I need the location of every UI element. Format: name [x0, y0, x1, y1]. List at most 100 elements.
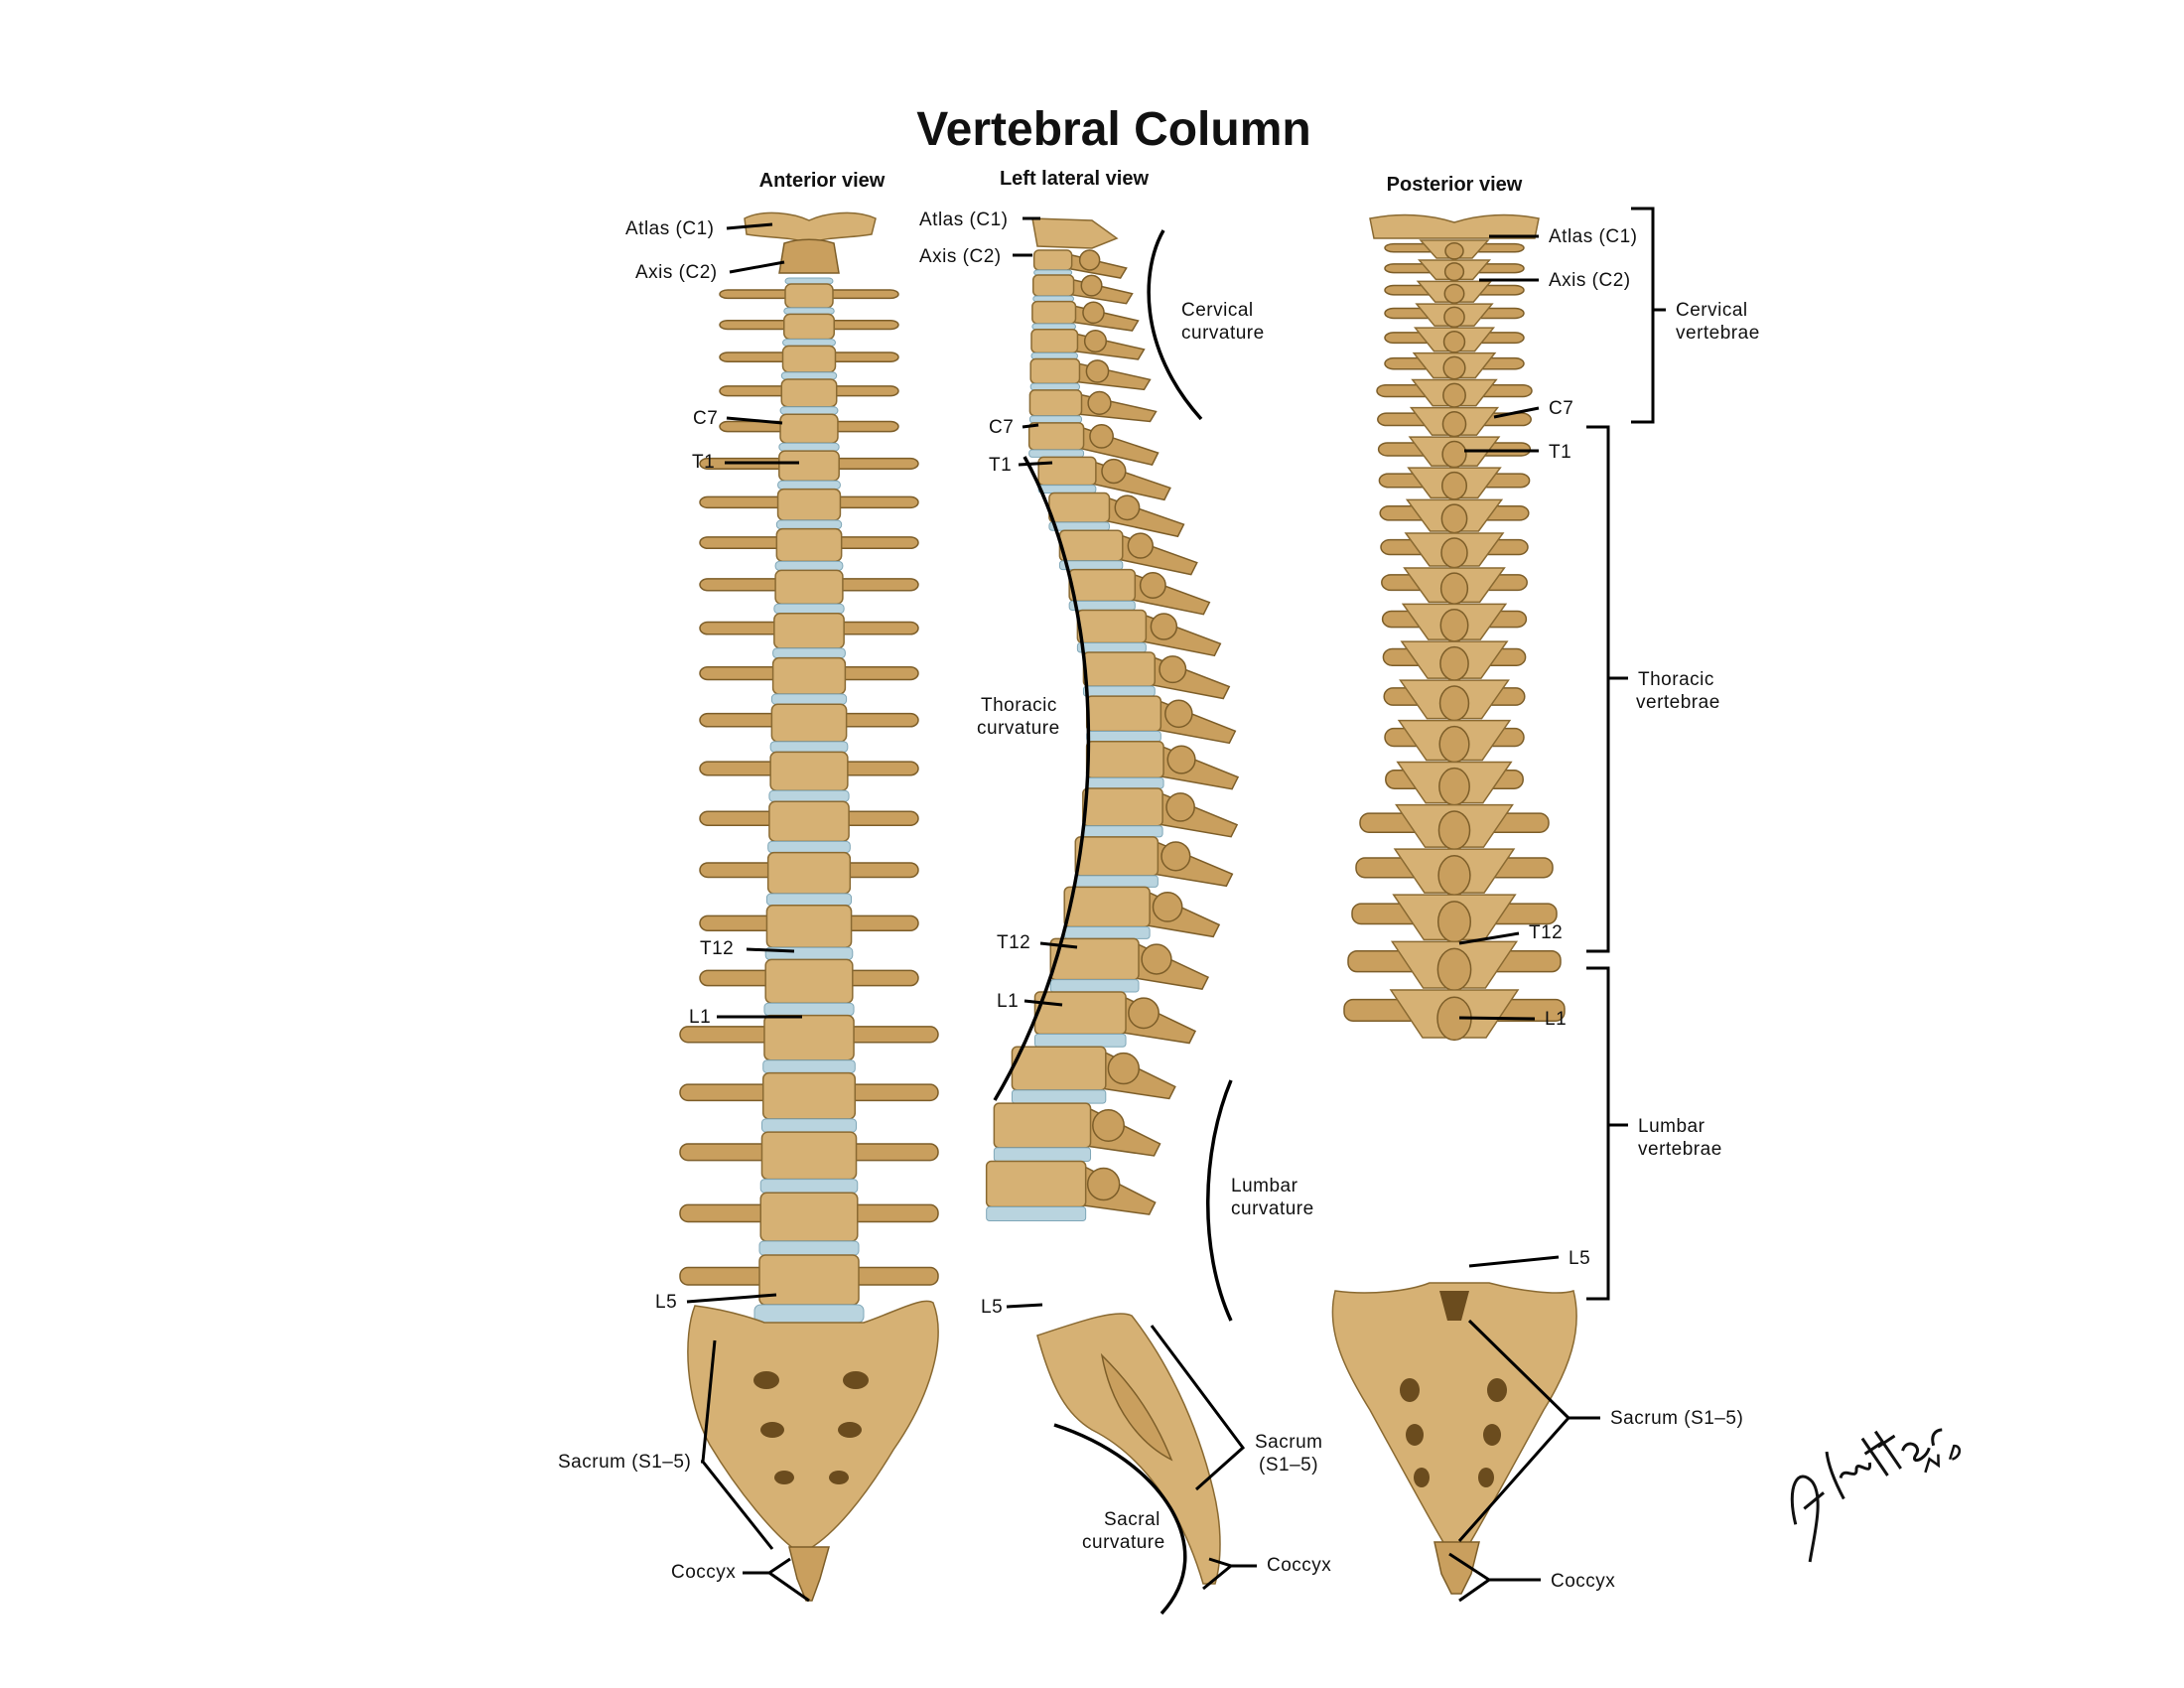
lateral-pedicle — [1150, 613, 1178, 640]
lateral-label-l1: L1 — [997, 991, 1019, 1012]
posterior-coccyx-shape — [1433, 1541, 1480, 1595]
lateral-pedicle — [1089, 424, 1114, 449]
anterior-disc — [778, 442, 840, 452]
posterior-sacrum-shape — [1331, 1282, 1577, 1545]
anterior-vertebral-body — [780, 378, 838, 408]
lateral-vertebral-body — [1082, 787, 1163, 827]
anterior-vertebral-body — [760, 1131, 858, 1181]
anterior-disc — [760, 1118, 858, 1133]
lateral-pedicle — [1164, 699, 1193, 729]
posterior-label-c7: C7 — [1549, 398, 1573, 419]
lateral-pedicle — [1080, 274, 1103, 297]
lateral-disc — [1030, 352, 1078, 360]
anterior-vertebral-body — [768, 800, 850, 843]
lateral-atlas-bone — [1031, 217, 1119, 249]
posterior-spinous-process — [1441, 411, 1467, 438]
anterior-vertebral-body — [765, 904, 853, 949]
posterior-label-t12: T12 — [1529, 922, 1563, 943]
lateral-disc — [1074, 875, 1159, 888]
anterior-disc — [779, 406, 839, 415]
lateral-disc — [1028, 449, 1085, 458]
lateral-view-heading: Left lateral view — [1000, 168, 1150, 190]
lateral-label-sacrum-1: Sacrum — [1255, 1432, 1322, 1453]
page-title: Vertebral Column — [916, 103, 1310, 156]
lateral-vertebral-body — [1011, 1046, 1107, 1091]
lateral-disc — [986, 1206, 1087, 1221]
lateral-disc — [1029, 382, 1080, 391]
lateral-pedicle — [1086, 1167, 1121, 1201]
lateral-label-thoracic-curvature-2: curvature — [977, 718, 1060, 739]
lateral-pedicle — [1128, 997, 1160, 1030]
anterior-disc — [770, 693, 848, 705]
posterior-spinous-process — [1443, 283, 1465, 304]
lateral-vertebral-body — [1033, 991, 1127, 1036]
lateral-disc — [1082, 685, 1156, 697]
lateral-vertebral-body — [1082, 651, 1157, 687]
posterior-spinous-process — [1443, 262, 1465, 282]
lateral-vertebral-body — [1028, 389, 1083, 417]
posterior-label-atlas: Atlas (C1) — [1549, 226, 1637, 247]
anterior-vertebral-body — [766, 851, 852, 895]
lateral-labels: Atlas (C1) Axis (C2) C7 T1 T12 L1 L5 Sac… — [919, 210, 1331, 1616]
lateral-pedicle — [1141, 943, 1172, 975]
posterior-spinous-process — [1440, 471, 1468, 500]
anterior-disc — [763, 1002, 855, 1017]
lateral-label-t12: T12 — [997, 932, 1030, 953]
anterior-vertebral-body — [775, 527, 843, 563]
anterior-sacrum-shape — [687, 1300, 939, 1550]
lateral-disc — [1068, 600, 1136, 612]
anterior-disc — [773, 603, 845, 615]
posterior-spinous-process — [1440, 503, 1468, 534]
posterior-spinous-process — [1440, 537, 1468, 569]
lateral-pedicle — [1160, 841, 1191, 872]
lumbar-vertebrae-bracket — [1586, 966, 1610, 1301]
lateral-vertebral-body — [1037, 456, 1097, 487]
lateral-vertebral-body — [985, 1160, 1087, 1208]
thoracic-vertebrae-bracket — [1586, 425, 1610, 953]
anterior-vertebral-body — [783, 313, 835, 341]
sacral-curvature-arc — [1053, 1423, 1187, 1616]
anterior-vertebral-body — [774, 569, 844, 606]
lateral-disc — [1037, 485, 1097, 494]
lateral-disc — [1063, 925, 1151, 939]
anterior-vertebral-body — [759, 1192, 859, 1242]
posterior-label-cervical-vertebrae-2: vertebrae — [1676, 323, 1760, 344]
lateral-vertebral-body — [1085, 695, 1162, 733]
posterior-atlas-bone — [1369, 213, 1540, 239]
anterior-label-t1: T1 — [692, 452, 715, 473]
posterior-label-l1: L1 — [1545, 1009, 1567, 1030]
lateral-label-lumbar-curvature-2: curvature — [1231, 1198, 1314, 1219]
posterior-spinous-process — [1436, 901, 1472, 943]
anterior-label-c7: C7 — [693, 408, 718, 429]
lateral-vertebral-body — [1068, 568, 1137, 603]
lumbar-curvature-arc — [1206, 1079, 1233, 1322]
lateral-vertebrae — [985, 217, 1240, 1221]
lateral-label-cervical-curvature-1: Cervical — [1181, 300, 1254, 321]
posterior-label-thoracic-vertebrae-1: Thoracic — [1638, 669, 1714, 690]
anterior-disc — [765, 893, 853, 907]
lateral-label-thoracic-curvature-1: Thoracic — [981, 695, 1057, 716]
lateral-label-sacral-curvature-1: Sacral — [1104, 1509, 1160, 1530]
lateral-pedicle — [1139, 572, 1166, 599]
anterior-vertebral-body — [769, 751, 849, 792]
lateral-vertebral-body — [1031, 300, 1077, 325]
lateral-disc — [1082, 825, 1163, 838]
lateral-vertebral-body — [993, 1102, 1092, 1149]
anterior-disc — [768, 789, 850, 802]
lateral-pedicle — [1152, 892, 1183, 922]
lateral-pedicle — [1159, 655, 1187, 684]
anterior-vertebral-body — [784, 283, 834, 309]
anterior-vertebral-body — [773, 612, 845, 649]
posterior-spinous-process — [1437, 810, 1471, 851]
posterior-label-coccyx: Coccyx — [1551, 1571, 1615, 1592]
anterior-disc — [784, 277, 834, 285]
lateral-label-t1: T1 — [989, 455, 1012, 476]
posterior-label-thoracic-vertebrae-2: vertebrae — [1636, 692, 1720, 713]
lateral-pedicle — [1107, 1052, 1141, 1085]
posterior-spinous-process — [1442, 382, 1466, 408]
lateral-disc — [1086, 776, 1164, 789]
lateral-vertebral-body — [1063, 886, 1151, 928]
lateral-disc — [1048, 521, 1110, 531]
lateral-pedicle — [1092, 1109, 1126, 1142]
